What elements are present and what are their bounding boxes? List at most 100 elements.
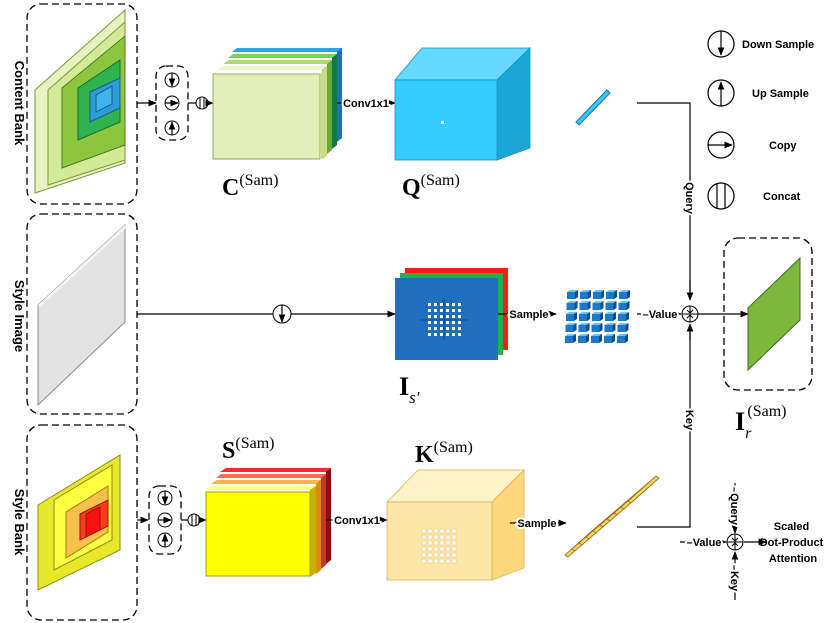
is-grid-dot <box>452 303 455 306</box>
s-sam-feature-stack <box>205 468 331 577</box>
legend-copy-label: Copy <box>769 140 797 152</box>
is-grid-dot <box>428 327 431 330</box>
legend-copy-icon <box>707 131 735 159</box>
k-grid-dot <box>445 534 451 540</box>
k-grid-dot <box>439 528 445 534</box>
value-cube <box>593 290 604 299</box>
k-grid-dot <box>451 546 457 552</box>
is-grid-dot <box>458 303 461 306</box>
legend-down-sample-icon <box>707 30 735 58</box>
is-grid-dot <box>440 327 443 330</box>
is-grid-dot <box>440 321 443 324</box>
k-grid-dot <box>439 552 445 558</box>
conv-top-label: Conv1x1 <box>343 98 389 110</box>
is-grid-dot <box>440 333 443 336</box>
is-grid-dot <box>458 309 461 312</box>
content-up-sample-icon <box>164 120 180 136</box>
key-sample-rods <box>564 475 660 558</box>
is-grid-dot <box>440 309 443 312</box>
value-cube <box>617 334 628 343</box>
content-bank-label: Content Bank <box>12 61 27 146</box>
legend-att-query-label: –Query <box>728 487 740 526</box>
value-cube <box>604 334 615 343</box>
value-cube <box>580 290 591 299</box>
k-grid-dot <box>445 546 451 552</box>
value-cube <box>565 323 577 332</box>
value-cube <box>578 334 589 343</box>
is-grid-dot <box>428 309 431 312</box>
k-grid-dot <box>433 528 439 534</box>
is-grid-dot <box>434 309 437 312</box>
value-cube <box>591 334 602 343</box>
value-cube <box>591 323 603 332</box>
stylebank-ops-box <box>148 485 182 555</box>
legend-concat-icon <box>707 182 735 210</box>
value-cube <box>579 301 591 310</box>
is-grid-dot <box>434 303 437 306</box>
query-vector <box>575 89 611 126</box>
k-grid-dot <box>433 540 439 546</box>
k-grid-dot <box>445 540 451 546</box>
is-grid-dot <box>452 327 455 330</box>
content-bank-box <box>26 3 138 205</box>
value-cube <box>579 312 590 321</box>
k-grid-dot <box>427 546 433 552</box>
sample-mid-label: Sample <box>509 309 548 321</box>
is-grid-dot <box>458 333 461 336</box>
is-prime-label: Is′ <box>399 372 420 407</box>
legend-att-value-label: –Value <box>687 537 722 549</box>
k-grid-dot <box>421 528 427 534</box>
stylebank-down-sample-icon <box>157 490 173 506</box>
style-down-sample-icon <box>272 304 292 324</box>
legend-att-key-label: –Key <box>728 565 740 592</box>
ir-sam-label: Ir(Sam) <box>735 403 786 442</box>
k-grid-dot <box>451 558 457 564</box>
value-cube <box>565 334 576 343</box>
style-bank-box <box>26 424 138 621</box>
k-grid-dot <box>427 534 433 540</box>
sample-bottom-label: Sample <box>517 518 556 530</box>
stylebank-concat-icon <box>187 513 201 527</box>
value-cube <box>604 323 616 332</box>
key-wire <box>637 326 691 528</box>
k-grid-dot <box>451 552 457 558</box>
k-grid-dot <box>439 546 445 552</box>
is-grid-dot <box>446 315 449 318</box>
value-cube <box>619 290 630 299</box>
legend-attention-icon <box>726 533 744 551</box>
value-label: –Value <box>643 309 678 321</box>
c-sam-feature-stack <box>212 48 342 160</box>
style-image <box>37 223 126 407</box>
style-bank-stack <box>37 454 121 591</box>
k-sam-cube <box>386 469 525 581</box>
legend-up-sample-icon <box>707 79 735 107</box>
k-grid-dot <box>421 546 427 552</box>
is-grid-dot <box>440 315 443 318</box>
is-grid-dot <box>428 315 431 318</box>
k-grid-dot <box>433 534 439 540</box>
is-grid-dot <box>434 315 437 318</box>
key-label: Key <box>683 410 695 431</box>
stylebank-copy-icon <box>157 512 173 528</box>
k-sam-label: K(Sam) <box>415 439 473 468</box>
k-grid-dot <box>445 528 451 534</box>
k-grid-dot <box>427 552 433 558</box>
legend-attention-title: Scaled Dot-Product Attention <box>760 521 827 565</box>
value-cube <box>617 323 629 332</box>
conv-bottom-label: Conv1x1 <box>334 515 380 527</box>
is-grid-dot <box>440 303 443 306</box>
ir-sam-output <box>747 256 801 372</box>
is-grid-dot <box>446 321 449 324</box>
style-bank-label: Style Bank <box>12 489 27 556</box>
q-sam-cube <box>394 47 531 161</box>
k-grid-dot <box>427 528 433 534</box>
is-prime-stack <box>395 268 508 360</box>
attention-node-icon <box>681 305 699 323</box>
k-grid-dot <box>433 558 439 564</box>
content-bank-stack <box>34 8 126 194</box>
content-concat-icon <box>195 96 209 110</box>
k-grid-dot <box>421 552 427 558</box>
ir-sam-box <box>723 237 813 391</box>
k-grid-dot <box>439 534 445 540</box>
is-grid-dot <box>434 327 437 330</box>
